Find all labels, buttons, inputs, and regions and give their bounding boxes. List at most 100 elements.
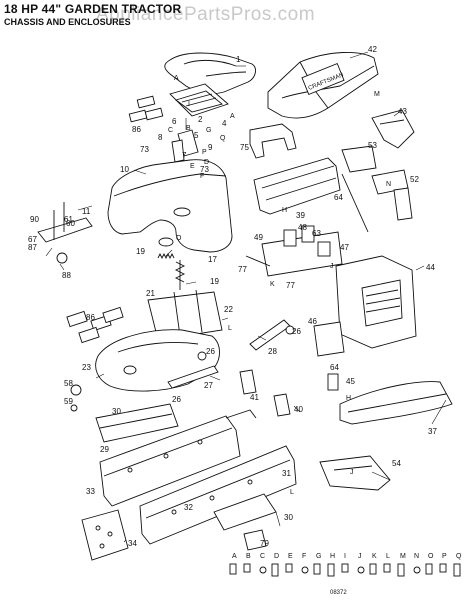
fastener-l: L bbox=[383, 553, 391, 573]
callout-8: 8 bbox=[158, 133, 163, 142]
point-a2: A bbox=[230, 113, 235, 120]
callout-45: 45 bbox=[346, 377, 355, 386]
callout-88: 88 bbox=[62, 271, 71, 280]
part-step-bracket bbox=[37, 202, 93, 264]
point-m: M bbox=[374, 91, 380, 98]
part-side-panel bbox=[335, 255, 417, 349]
callout-86b: 86 bbox=[86, 313, 95, 322]
point-h2: H bbox=[346, 395, 351, 402]
callout-21: 21 bbox=[146, 289, 155, 298]
part-fender bbox=[107, 159, 233, 253]
footer-code: 08372 bbox=[330, 590, 347, 596]
callout-22: 22 bbox=[224, 305, 233, 314]
callout-53: 53 bbox=[368, 141, 377, 150]
fastener-d: D bbox=[271, 553, 279, 577]
part-bracket-79 bbox=[243, 529, 267, 551]
callout-46: 46 bbox=[308, 317, 317, 326]
point-d: D bbox=[204, 159, 209, 166]
callout-59: 59 bbox=[64, 397, 73, 406]
svg-text:N: N bbox=[414, 553, 419, 560]
callout-29: 29 bbox=[100, 445, 109, 454]
callout-23: 23 bbox=[82, 363, 91, 372]
fastener-f: F bbox=[301, 553, 309, 574]
callout-7: 7 bbox=[182, 151, 187, 160]
part-seat-bracket bbox=[171, 118, 199, 163]
part-panel-bracket bbox=[313, 321, 345, 391]
callout-77: 77 bbox=[238, 265, 247, 274]
callout-79: 79 bbox=[260, 539, 269, 548]
svg-text:J: J bbox=[358, 553, 362, 560]
callout-37: 37 bbox=[428, 427, 437, 436]
callout-40: 40 bbox=[294, 405, 303, 414]
callout-73b: 73 bbox=[200, 165, 209, 174]
point-i: I bbox=[188, 101, 190, 108]
part-seat-pan bbox=[169, 83, 229, 117]
callout-47: 47 bbox=[340, 243, 349, 252]
svg-text:B: B bbox=[246, 553, 251, 560]
fastener-p: P bbox=[439, 553, 447, 573]
fastener-n: N bbox=[413, 553, 421, 574]
callout-43: 43 bbox=[398, 107, 407, 116]
point-q: Q bbox=[220, 135, 226, 142]
callout-27: 27 bbox=[204, 381, 213, 390]
callout-31: 31 bbox=[282, 469, 291, 478]
point-j: J bbox=[330, 263, 334, 270]
callout-54: 54 bbox=[392, 459, 401, 468]
part-rear-plate bbox=[81, 509, 129, 561]
point-j2: J bbox=[350, 469, 354, 476]
svg-text:M: M bbox=[400, 553, 406, 560]
callout-5: 5 bbox=[194, 131, 199, 140]
callout-64: 64 bbox=[334, 193, 343, 202]
part-tubes bbox=[167, 319, 291, 389]
callout-33: 33 bbox=[86, 487, 95, 496]
point-h: H bbox=[282, 207, 287, 214]
part-small-hardware bbox=[70, 325, 295, 412]
fastener-g: G bbox=[313, 553, 321, 575]
fastener-k: K bbox=[369, 553, 377, 575]
point-p: P bbox=[202, 149, 207, 156]
svg-text:H: H bbox=[330, 553, 335, 560]
fastener-j: J bbox=[357, 553, 365, 574]
diagram-subtitle: CHASSIS AND ENCLOSURES bbox=[4, 17, 131, 27]
part-footrest bbox=[339, 381, 453, 425]
point-o: O bbox=[176, 235, 182, 242]
callout-41: 41 bbox=[250, 393, 259, 402]
fastener-a: A bbox=[229, 553, 237, 575]
fastener-o: O bbox=[425, 553, 434, 575]
callout-9: 9 bbox=[208, 143, 213, 152]
svg-text:P: P bbox=[442, 553, 447, 560]
fastener-b: B bbox=[243, 553, 251, 573]
part-frame-rail-left bbox=[99, 415, 241, 507]
svg-text:I: I bbox=[344, 553, 346, 560]
part-fuel-tank bbox=[95, 329, 220, 392]
part-dash-panel bbox=[253, 157, 341, 215]
point-k: K bbox=[270, 281, 275, 288]
part-hood-insert bbox=[371, 109, 415, 149]
fastener-c: C bbox=[259, 553, 267, 574]
callout-48: 48 bbox=[298, 223, 307, 232]
point-l: L bbox=[228, 325, 232, 332]
point-l2: L bbox=[290, 489, 294, 496]
callout-60: 60 bbox=[66, 219, 75, 228]
svg-text:G: G bbox=[316, 553, 321, 560]
point-c: C bbox=[168, 127, 173, 134]
part-number-callouts: 1 2 4 5 6 7 8 9 10 11 17 19 19 21 22 23 … bbox=[28, 45, 437, 548]
svg-text:K: K bbox=[372, 553, 377, 560]
svg-text:C: C bbox=[260, 553, 265, 560]
callout-26b: 26 bbox=[292, 327, 301, 336]
svg-text:L: L bbox=[386, 553, 390, 560]
callout-32: 32 bbox=[184, 503, 193, 512]
callout-77b: 77 bbox=[286, 281, 295, 290]
callout-58: 58 bbox=[64, 379, 73, 388]
part-springs bbox=[157, 252, 186, 290]
watermark: AppliancePartsPros.com bbox=[96, 4, 316, 25]
callout-4: 4 bbox=[222, 119, 227, 128]
svg-text:F: F bbox=[302, 553, 306, 560]
callout-73: 73 bbox=[140, 145, 149, 154]
callout-75: 75 bbox=[240, 143, 249, 152]
part-hitch-plate bbox=[319, 455, 391, 491]
callout-39: 39 bbox=[296, 211, 305, 220]
fastener-e: E bbox=[285, 553, 293, 573]
point-letter-labels: A A B C D E F G H H I J J K L L M N O P … bbox=[168, 75, 391, 496]
callout-17: 17 bbox=[208, 255, 217, 264]
